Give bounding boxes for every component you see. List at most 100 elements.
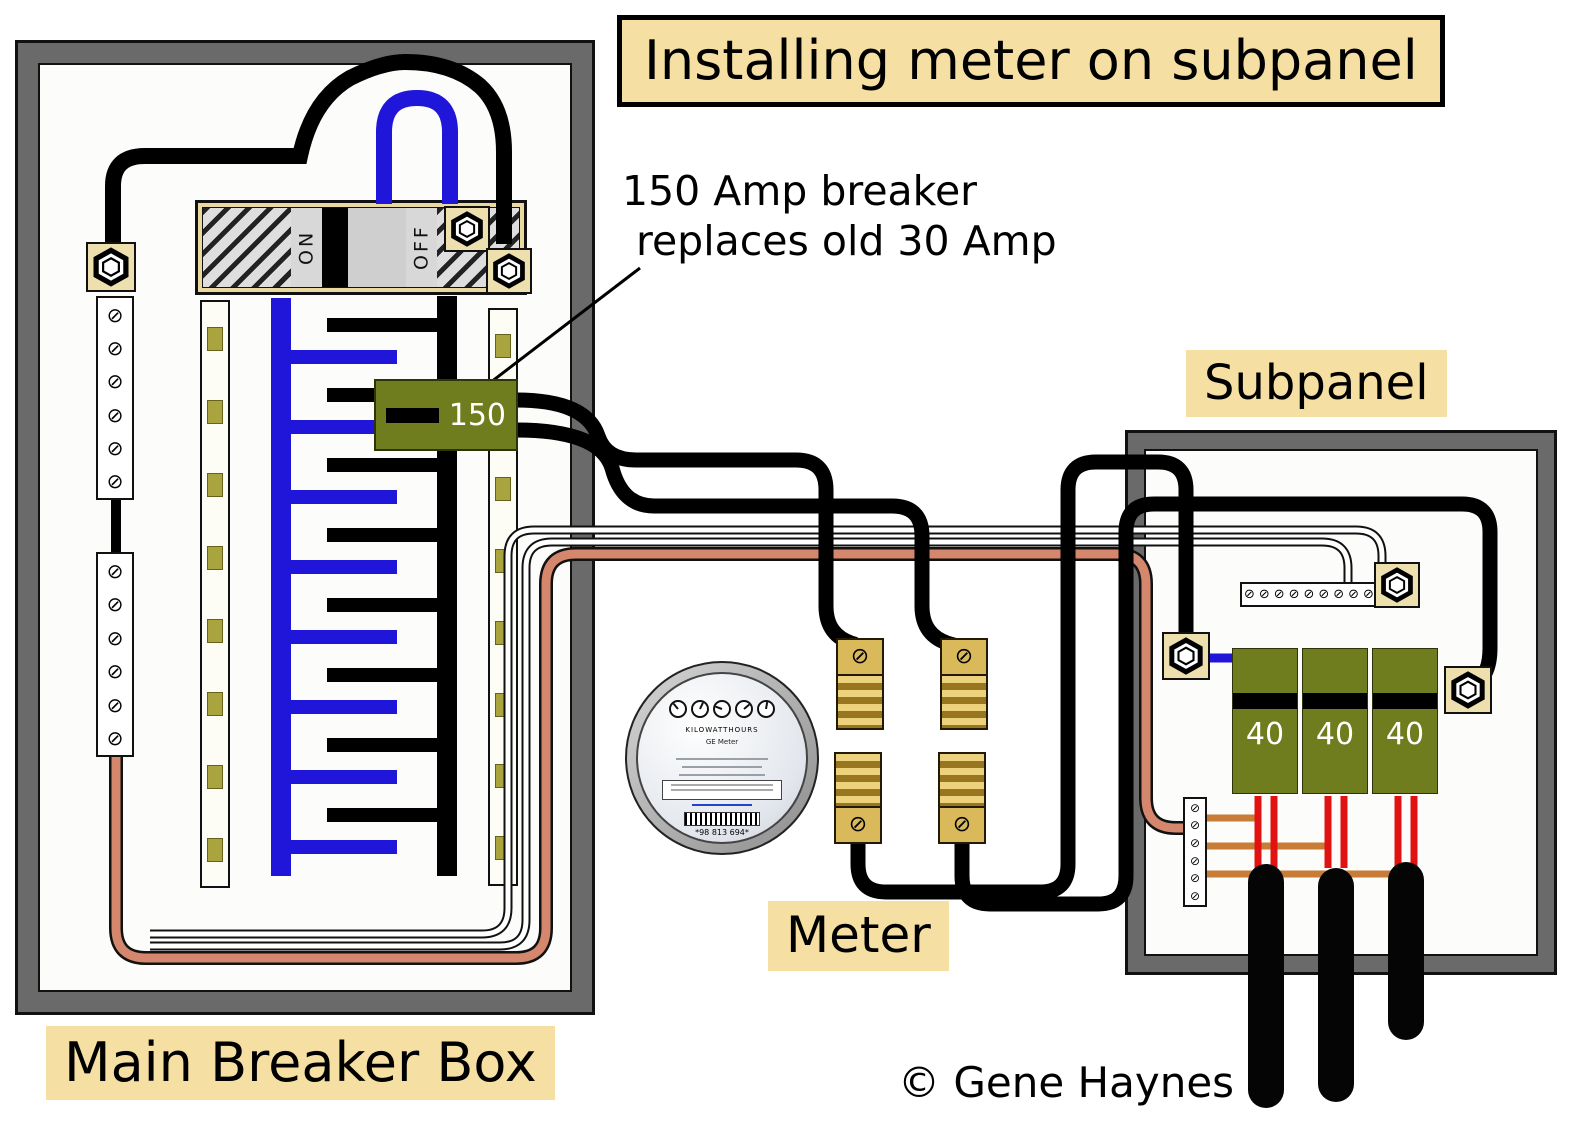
terminal-screw-icon: ⊘	[106, 659, 124, 684]
annotation-line-2: replaces old 30 Amp	[636, 217, 1057, 266]
page-title: Installing meter on subpanel	[617, 15, 1445, 108]
meter-dial-icon	[669, 700, 687, 718]
terminal-screw-icon: ⊘	[1348, 587, 1360, 602]
breaker-slot	[207, 545, 223, 570]
neutral-bar-upper: ⊘⊘⊘⊘⊘⊘	[96, 296, 134, 500]
breaker-40-label: 40	[1385, 717, 1425, 752]
terminal-screw-icon: ⊘	[942, 640, 986, 674]
meter-label: Meter	[768, 901, 949, 971]
meter-brand-label: GE Meter	[705, 738, 739, 746]
breaker-40-toggle	[1373, 693, 1437, 709]
subpanel-breaker-group: 40 40 40	[1232, 648, 1438, 794]
meter-face: KILOWATTHOURS GE Meter *98 813 694*	[636, 672, 808, 844]
hex-bolt-icon	[486, 248, 532, 294]
black-bus-finger	[327, 318, 437, 332]
terminal-screw-icon: ⊘	[940, 808, 984, 842]
terminal-screw-icon: ⊘	[106, 692, 124, 717]
breaker-slot-column-left	[200, 300, 230, 888]
switch-off-label: OFF	[406, 208, 437, 287]
breaker-slot	[495, 333, 511, 358]
terminal-screw-icon: ⊘	[1288, 587, 1300, 602]
meter-url-line	[692, 804, 752, 806]
switch-hatch-left	[203, 208, 291, 287]
breaker-slot	[207, 691, 223, 716]
breaker-40-toggle	[1303, 693, 1367, 709]
terminal-screw-icon: ⊘	[1189, 800, 1201, 815]
breaker-slot	[495, 620, 511, 645]
breaker-150-toggle	[386, 407, 439, 423]
hex-bolt-icon	[444, 206, 490, 252]
terminal-screw-icon: ⊘	[1189, 853, 1201, 868]
terminal-screw-icon: ⊘	[838, 640, 882, 674]
breaker-40-label: 40	[1245, 717, 1285, 752]
terminal-screw-icon: ⊘	[106, 592, 124, 617]
switch-toggle-bar	[322, 208, 348, 287]
terminal-screw-icon: ⊘	[1362, 587, 1374, 602]
terminal-screw-icon: ⊘	[106, 302, 124, 327]
neutral-bus-bar-blue	[271, 298, 291, 876]
breaker-slot	[495, 836, 511, 861]
terminal-screw-icon: ⊘	[1189, 889, 1201, 904]
meter-terminal-lug: ⊘	[940, 638, 988, 730]
terminal-screw-icon: ⊘	[1189, 871, 1201, 886]
breaker-slot	[495, 477, 511, 502]
breaker-slot	[207, 399, 223, 424]
black-bus-finger	[327, 458, 437, 472]
meter-dials	[638, 700, 806, 718]
breaker-slot	[495, 764, 511, 789]
main-breaker-box-label: Main Breaker Box	[46, 1026, 555, 1101]
breaker-40: 40	[1232, 648, 1298, 794]
copyright-text: © Gene Haynes	[898, 1058, 1235, 1107]
meter-text-line	[682, 766, 762, 768]
switch-center	[348, 208, 406, 287]
switch-on-label: ON	[291, 208, 322, 287]
breaker-slot	[207, 764, 223, 789]
hex-lug-icon	[1444, 666, 1492, 714]
terminal-body	[838, 674, 882, 728]
meter-dial-icon	[735, 700, 753, 718]
meter-terminal-lug: ⊘	[836, 638, 884, 730]
terminal-screw-icon: ⊘	[106, 558, 124, 583]
subpanel-ground-bar: ⊘⊘⊘⊘⊘⊘	[1183, 797, 1207, 907]
terminal-screw-icon: ⊘	[106, 625, 124, 650]
blue-bus-finger	[291, 490, 397, 504]
terminal-screw-icon: ⊘	[1243, 587, 1255, 602]
terminal-screw-icon: ⊘	[106, 369, 124, 394]
hex-lug-icon	[1374, 562, 1420, 608]
blue-bus-finger	[291, 420, 397, 434]
breaker-150-label: 150	[448, 397, 506, 433]
terminal-screw-icon: ⊘	[106, 402, 124, 427]
breaker-slot	[495, 692, 511, 717]
hex-lug-icon	[86, 242, 136, 292]
terminal-screw-icon: ⊘	[106, 435, 124, 460]
terminal-screw-icon: ⊘	[1318, 587, 1330, 602]
meter-dial-icon	[713, 700, 731, 718]
annotation-line-1: 150 Amp breaker	[622, 167, 978, 215]
terminal-screw-icon: ⊘	[106, 726, 124, 751]
terminal-screw-icon: ⊘	[106, 469, 124, 494]
terminal-screw-icon: ⊘	[1333, 587, 1345, 602]
meter-serial: *98 813 694*	[695, 828, 749, 837]
meter-kilowatthours-label: KILOWATTHOURS	[685, 726, 759, 734]
subpanel-label: Subpanel	[1186, 350, 1447, 418]
black-bus-finger	[327, 598, 437, 612]
meter-text-line	[679, 774, 765, 776]
breaker-150: 150	[374, 379, 518, 451]
black-bus-finger	[327, 738, 437, 752]
breaker-40: 40	[1302, 648, 1368, 794]
breaker-slot	[207, 618, 223, 643]
meter-text-line	[676, 758, 768, 760]
terminal-body	[940, 754, 984, 808]
breaker-slot	[207, 837, 223, 862]
subpanel-neutral-bar: ⊘⊘⊘⊘⊘⊘⊘⊘⊘	[1240, 582, 1378, 607]
terminal-screw-icon: ⊘	[1273, 587, 1285, 602]
terminal-screw-icon: ⊘	[1258, 587, 1270, 602]
blue-bus-finger	[291, 840, 397, 854]
breaker-40: 40	[1372, 648, 1438, 794]
black-bus-finger	[327, 808, 437, 822]
meter-nameplate	[662, 780, 782, 800]
annotation-150-amp: 150 Amp breaker replaces old 30 Amp	[622, 166, 1057, 266]
neutral-bar-lower: ⊘ ⊘ ⊘ ⊘ ⊘ ⊘	[96, 552, 134, 757]
hex-lug-icon	[1162, 632, 1210, 680]
